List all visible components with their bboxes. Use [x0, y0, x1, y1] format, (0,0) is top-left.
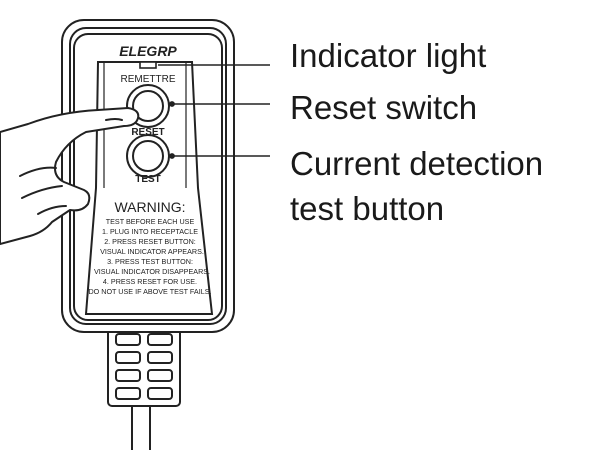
- hand-illustration: [0, 107, 140, 245]
- warning-heading: WARNING:: [114, 199, 185, 215]
- test-button-callout-line1: Current detection: [290, 145, 544, 182]
- warning-line: 2. PRESS RESET BUTTON:: [104, 237, 196, 246]
- indicator-light: [139, 61, 157, 69]
- warning-line: VISUAL INDICATOR APPEARS.: [100, 247, 204, 256]
- indicator-light-callout: Indicator light: [290, 37, 487, 74]
- reset-top-label: REMETTRE: [121, 74, 176, 85]
- reset-button[interactable]: [126, 84, 170, 128]
- warning-line: 3. PRESS TEST BUTTON:: [107, 257, 193, 266]
- callout-leader-lines: [158, 64, 270, 159]
- power-cord: [107, 325, 181, 450]
- warning-line: 1. PLUG INTO RECEPTACLE: [102, 227, 198, 236]
- test-label: TEST: [135, 174, 161, 185]
- warning-panel: WARNING: TEST BEFORE EACH USE 1. PLUG IN…: [88, 199, 211, 296]
- warning-line: DO NOT USE IF ABOVE TEST FAILS.: [88, 287, 211, 296]
- reset-bottom-label: RESET: [131, 127, 164, 138]
- warning-line: TEST BEFORE EACH USE: [106, 217, 195, 226]
- warning-line: VISUAL INDICATOR DISAPPEARS.: [94, 267, 210, 276]
- brand-logo: ELEGRP: [119, 43, 177, 59]
- test-button[interactable]: [126, 134, 170, 178]
- test-button-callout-line2: test button: [290, 190, 445, 227]
- warning-line: 4. PRESS RESET FOR USE.: [103, 277, 197, 286]
- reset-switch-callout: Reset switch: [290, 89, 478, 126]
